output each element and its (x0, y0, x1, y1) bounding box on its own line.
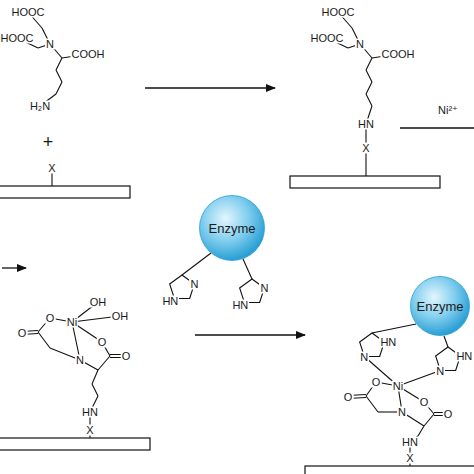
surface-support (0, 438, 150, 450)
bond-line (418, 426, 424, 436)
bond-line (182, 253, 211, 275)
bond-line (372, 324, 416, 333)
atom-label: COOH (71, 49, 106, 60)
reaction-arrow (145, 87, 275, 88)
atom-label: Ni (66, 317, 78, 328)
atom-label: O (17, 328, 28, 339)
bond-line (56, 82, 62, 94)
atom-label: Ni (392, 381, 404, 392)
atom-label: COOH (381, 49, 416, 60)
bond-line (444, 336, 448, 347)
atom-label: X (361, 143, 370, 154)
enzyme-sphere: Enzyme (410, 276, 470, 336)
atom-label: HOOC (11, 7, 46, 18)
atom-label: O (121, 351, 132, 362)
atom-label: HN (357, 119, 375, 130)
atom-label: N (397, 407, 407, 418)
atom-label: X (85, 425, 94, 436)
atom-label: O (97, 337, 108, 348)
atom-label: HN (455, 350, 473, 361)
atom-label: N (359, 351, 369, 362)
bond-line (56, 58, 62, 70)
atom-label: N (45, 39, 55, 50)
bond-line (366, 94, 372, 106)
atom-label: HOOC (321, 7, 356, 18)
reaction-arrow (2, 267, 26, 268)
atom-label: HN (81, 407, 99, 418)
bond-line (366, 82, 372, 94)
plus-sign: + (42, 133, 55, 151)
atom-label: HN (231, 299, 249, 310)
atom-label: N (435, 365, 445, 376)
bond-line (56, 70, 62, 82)
reagent-label: Ni²⁺ (437, 105, 459, 116)
atom-label: HN (379, 336, 397, 347)
atom-label: OH (111, 311, 130, 322)
atom-label: N (355, 39, 365, 50)
surface-support (0, 186, 130, 198)
atom-label: OH (89, 297, 108, 308)
atom-label: HOOC (0, 33, 35, 44)
atom-label: O (443, 409, 454, 420)
atom-label: X (47, 163, 56, 174)
enzyme-label: Enzyme (417, 299, 464, 314)
atom-label: HN (161, 295, 179, 306)
bond-line (398, 371, 440, 386)
atom-label: O (45, 313, 56, 324)
bond-line (98, 356, 110, 370)
atom-label: H₂N (29, 101, 51, 112)
bond-line (243, 259, 252, 279)
atom-label: X (405, 453, 414, 464)
atom-label: N (259, 282, 269, 293)
bond-line (366, 70, 372, 82)
atom-label: O (419, 397, 430, 408)
bond-line (38, 332, 50, 348)
bond-line (366, 58, 372, 70)
atom-label: HOOC (310, 33, 345, 44)
atom-label: N (75, 355, 85, 366)
bond-line (424, 414, 434, 426)
bond-line (366, 396, 378, 412)
reaction-arrow (400, 127, 474, 128)
enzyme-label: Enzyme (209, 221, 256, 236)
atom-label: N (189, 278, 199, 289)
bond-line (92, 370, 98, 384)
surface-support (305, 466, 474, 474)
atom-label: O (343, 392, 354, 403)
enzyme-sphere: Enzyme (199, 195, 265, 261)
atom-label: HN (401, 437, 419, 448)
bond-line (92, 384, 98, 396)
surface-support (290, 176, 440, 188)
reaction-arrow (195, 334, 305, 335)
atom-label: O (371, 377, 382, 388)
